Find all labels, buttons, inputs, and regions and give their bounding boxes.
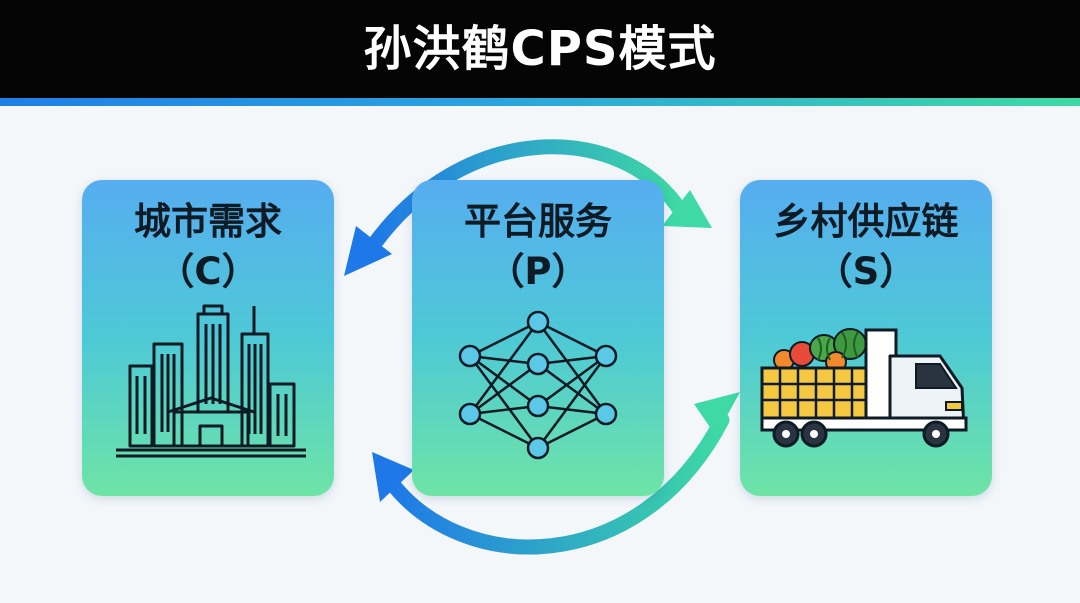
top-arrowhead-left — [344, 226, 392, 276]
city-buildings-icon — [116, 304, 306, 458]
header-bar — [0, 0, 1080, 98]
card-rural-supply-chain-code: （S） — [815, 250, 917, 293]
top-arrowhead-right — [662, 190, 712, 228]
card-platform-service: 平台服务 （P） — [412, 180, 664, 496]
bottom-arrowhead-left — [372, 452, 414, 502]
page-title: 孙洪鹤CPS模式 — [363, 21, 717, 77]
card-platform-service-title: 平台服务 — [464, 200, 612, 243]
neural-network-icon — [458, 310, 618, 460]
card-city-demand: 城市需求 （C） — [82, 180, 334, 496]
header-gradient-stripe — [0, 98, 1080, 106]
card-rural-supply-chain: 乡村供应链 （S） — [740, 180, 992, 496]
card-city-demand-title: 城市需求 — [134, 200, 282, 243]
bottom-arrowhead-right — [694, 392, 740, 436]
produce-truck-icon — [760, 328, 968, 448]
card-city-demand-code: （C） — [157, 250, 259, 293]
card-platform-service-code: （P） — [487, 250, 589, 293]
card-rural-supply-chain-title: 乡村供应链 — [773, 200, 959, 243]
